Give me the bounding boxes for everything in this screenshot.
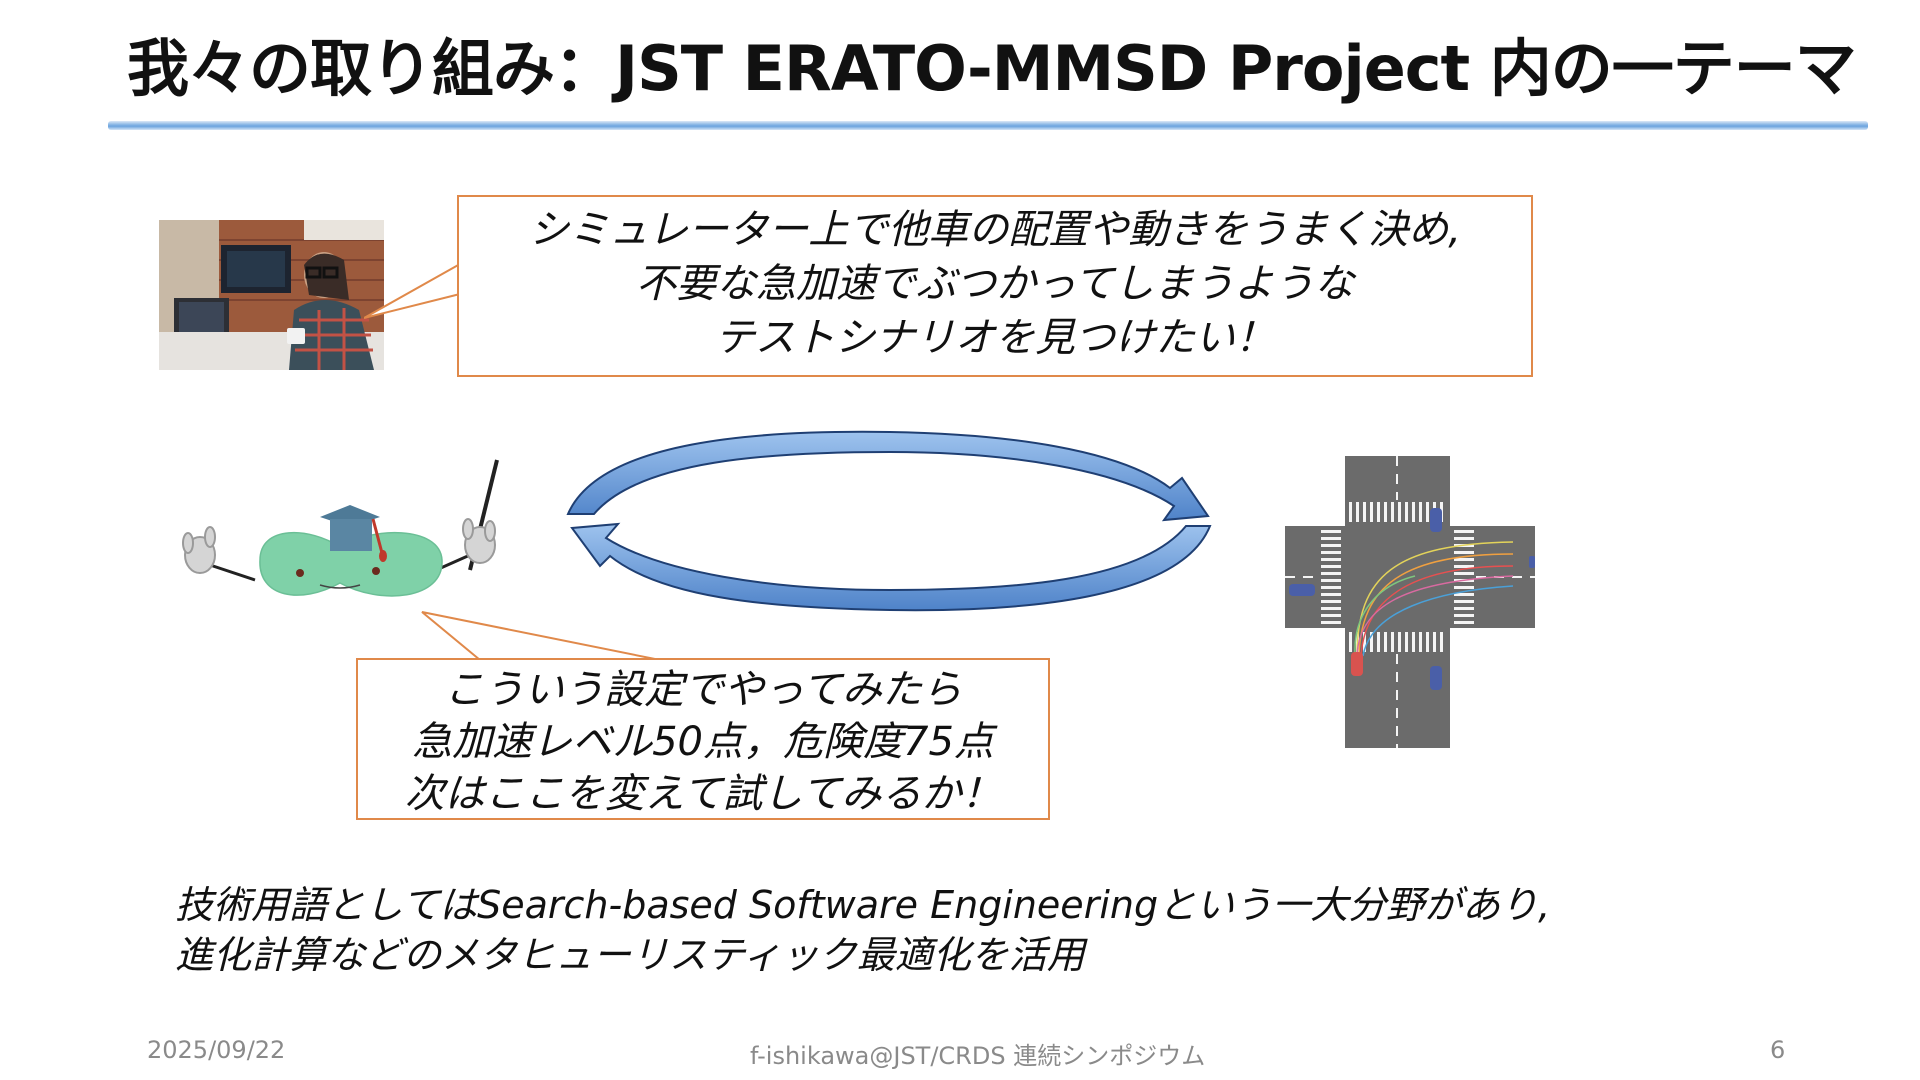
callout-bottom: こういう設定でやってみたら 急加速レベル50点，危険度75点 次はここを変えて試… xyxy=(356,658,1050,820)
callout-top-line-3: テストシナリオを見つけたい！ xyxy=(715,315,1275,361)
callout-bottom-line-2: 急加速レベル50点，危険度75点 xyxy=(412,719,994,765)
callout-bottom-line-1: こういう設定でやってみたら xyxy=(444,667,962,713)
callout-top: シミュレーター上で他車の配置や動きをうまく決め, 不要な急加速でぶつかってしまう… xyxy=(457,195,1533,377)
summary-line-1: 技術用語としてはSearch-based Software Engineerin… xyxy=(175,883,1551,927)
callout-bottom-tail xyxy=(421,611,661,661)
page-number: 6 xyxy=(1770,1036,1786,1064)
summary-line-2: 進化計算などのメタヒューリスティック最適化を活用 xyxy=(175,933,1085,977)
intersection-simulation-icon xyxy=(1285,456,1535,748)
title-underline xyxy=(108,121,1868,130)
callout-top-tail xyxy=(364,263,461,319)
callout-top-line-2: 不要な急加速でぶつかってしまうような xyxy=(636,261,1354,307)
footer-center-text: f-ishikawa@JST/CRDS 連続シンポジウム xyxy=(750,1042,1206,1070)
person-at-desk-photo xyxy=(159,220,384,370)
graduate-robot-icon xyxy=(182,459,499,597)
callout-bottom-line-3: 次はここを変えて試してみるか！ xyxy=(404,771,1002,817)
callout-top-line-1: シミュレーター上で他車の配置や動きをうまく決め, xyxy=(529,207,1461,253)
cycle-arrows-icon xyxy=(566,430,1212,612)
slide-title: 我々の取り組み：JST ERATO-MMSD Project 内の一テーマ xyxy=(127,32,1857,105)
summary-text: 技術用語としてはSearch-based Software Engineerin… xyxy=(175,880,1550,980)
footer-date: 2025/09/22 xyxy=(147,1036,286,1064)
